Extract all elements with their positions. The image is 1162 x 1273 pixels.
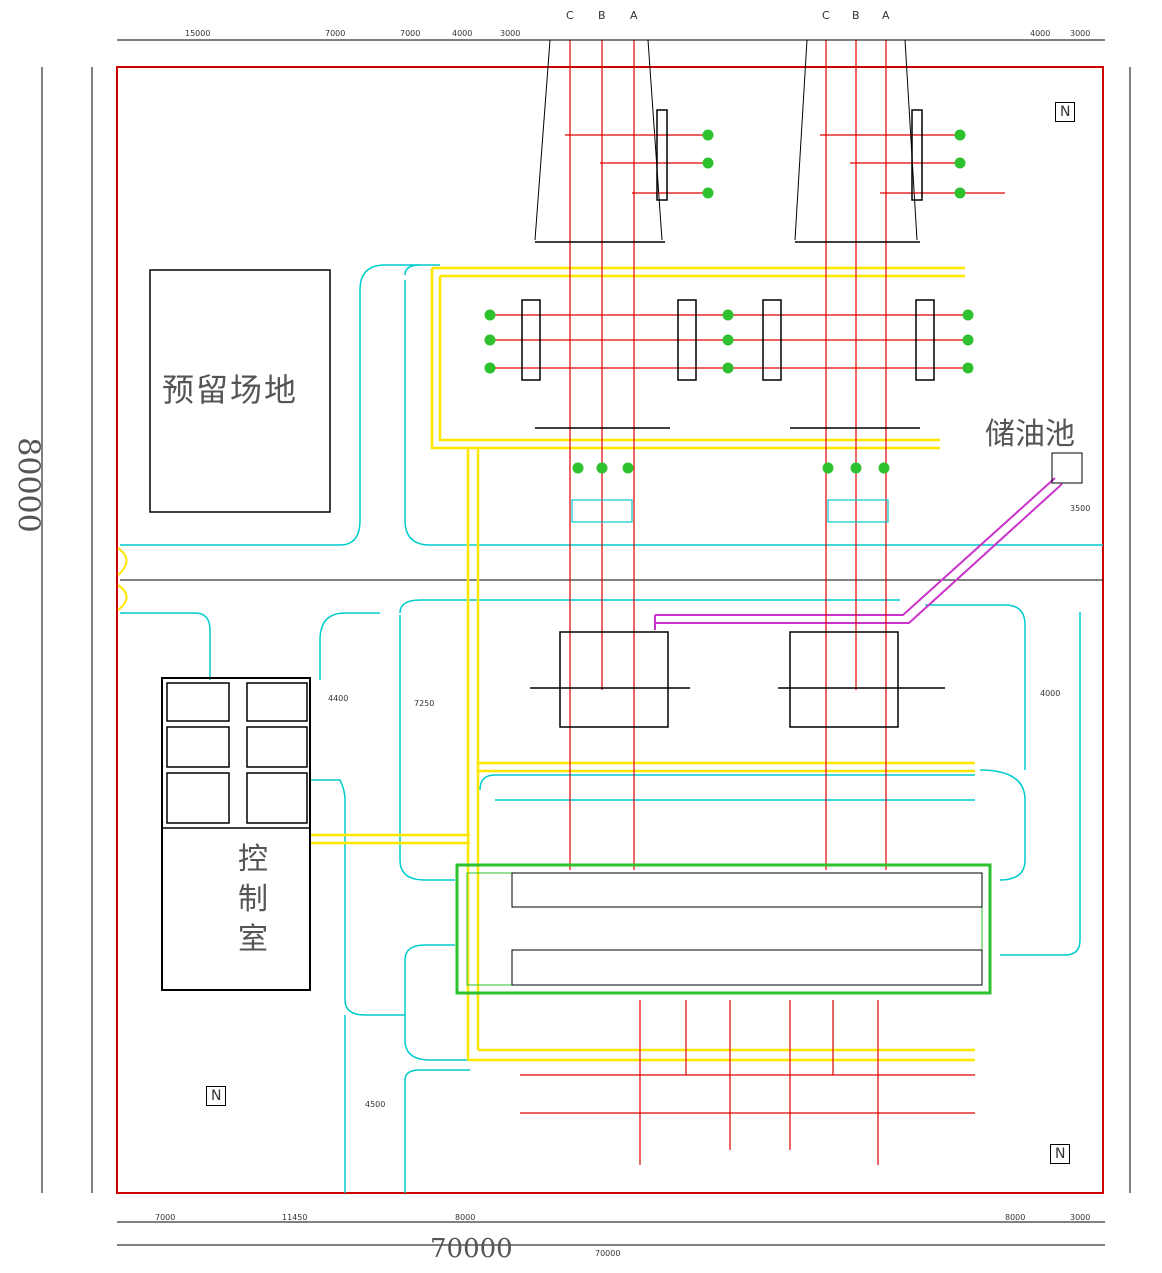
north-arrow-3: N <box>1050 1144 1071 1164</box>
road-network <box>120 264 1103 1193</box>
dim-top-5: 3000 <box>500 29 521 38</box>
dim-bottom-5: 3000 <box>1070 1213 1091 1222</box>
control-room-label-3: 室 <box>238 922 268 957</box>
north-arrow-2: N <box>206 1086 227 1106</box>
gantry-frames <box>534 39 918 241</box>
dim-internal-1: 4400 <box>328 694 349 703</box>
north-arrow-1: N <box>1055 102 1076 122</box>
reserved-area-label: 预留场地 <box>162 371 299 409</box>
phase-right-b: B <box>852 9 860 22</box>
dim-top-6: 4000 <box>1030 29 1051 38</box>
oil-pipe <box>654 477 1063 630</box>
phase-left-b: B <box>598 9 606 22</box>
site-boundary <box>116 66 1104 1194</box>
control-room-building <box>161 677 311 991</box>
phase-left-c: C <box>566 9 574 22</box>
dim-internal-5: 3500 <box>1070 504 1091 513</box>
dim-top-2: 7000 <box>325 29 346 38</box>
phase-left-a: A <box>630 9 638 22</box>
dim-top-4: 4000 <box>452 29 473 38</box>
dim-internal-4: 4000 <box>1040 689 1061 698</box>
control-room-label-1: 控 <box>238 842 268 877</box>
dim-top-7: 3000 <box>1070 29 1091 38</box>
cable-trench <box>310 266 975 1062</box>
oil-pool-label: 储油池 <box>985 417 1075 452</box>
dim-top-3: 7000 <box>400 29 421 38</box>
dim-bottom-total: 70000 <box>595 1249 621 1258</box>
control-room-label-2: 制 <box>238 882 268 917</box>
dim-bottom-3: 8000 <box>455 1213 476 1222</box>
dim-top-1: 15000 <box>185 29 211 38</box>
switchgear-building <box>455 863 992 995</box>
total-width-label: 70000 <box>430 1234 513 1264</box>
phase-right-c: C <box>822 9 830 22</box>
equipment-frames <box>521 109 945 728</box>
oil-pool-box <box>1051 452 1083 484</box>
phase-right-a: A <box>882 9 890 22</box>
total-height-label: 80000 <box>10 437 46 533</box>
dim-internal-2: 7250 <box>414 699 435 708</box>
dim-bottom-2: 11450 <box>282 1213 308 1222</box>
entrance-gate <box>117 547 128 611</box>
disconnectors <box>571 499 889 523</box>
dim-internal-3: 4500 <box>365 1100 386 1109</box>
dimension-lines <box>41 39 1131 1246</box>
insulators <box>484 129 974 474</box>
dim-bottom-1: 7000 <box>155 1213 176 1222</box>
phase-conductors <box>490 40 1005 1165</box>
dim-bottom-4: 8000 <box>1005 1213 1026 1222</box>
reserved-area-box <box>149 269 331 513</box>
